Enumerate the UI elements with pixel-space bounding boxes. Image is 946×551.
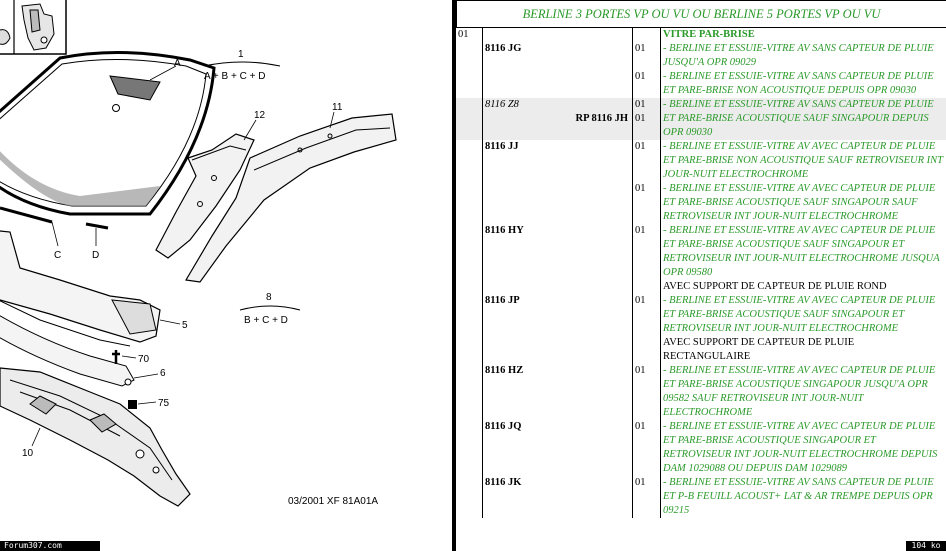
diagram-ref: 03/2001 XF 81A01A	[288, 496, 378, 507]
part-desc: - BERLINE ET ESSUIE-VITRE AV AVEC CAPTEU…	[663, 141, 943, 180]
part-desc: - BERLINE ET ESSUIE-VITRE AV SANS CAPTEU…	[660, 98, 946, 140]
inset-clips	[0, 0, 67, 55]
table-row[interactable]: 8116 JJ 01 - BERLINE ET ESSUIE-VITRE AV …	[456, 140, 946, 182]
part-desc: - BERLINE ET ESSUIE-VITRE AV SANS CAPTEU…	[663, 477, 934, 516]
parts-catalog: BERLINE 3 PORTES VP OU VU OU BERLINE 5 P…	[456, 0, 946, 551]
part-code: 8116 HY	[482, 224, 633, 294]
table-row[interactable]: 8116 JK 01 - BERLINE ET ESSUIE-VITRE AV …	[456, 476, 946, 518]
part-code: 8116 HZ	[482, 364, 633, 420]
table-row[interactable]: 8116 HZ 01 - BERLINE ET ESSUIE-VITRE AV …	[456, 364, 946, 420]
windscreen-drawing: A	[0, 51, 216, 216]
pillar-12: 12	[155, 110, 266, 259]
label-c: C	[54, 250, 61, 261]
label-6: 6	[160, 368, 166, 379]
label-70: 70	[138, 354, 150, 365]
table-row[interactable]: 01 - BERLINE ET ESSUIE-VITRE AV SANS CAP…	[456, 70, 946, 98]
part-note: AVEC SUPPORT DE CAPTEUR DE PLUIE ROND	[663, 281, 887, 292]
table-row[interactable]: 8116 JG 01 - BERLINE ET ESSUIE-VITRE AV …	[456, 42, 946, 70]
replacement-ref: RP 8116 JH	[575, 113, 628, 124]
part-note: AVEC SUPPORT DE CAPTEUR DE PLUIE RECTANG…	[663, 337, 855, 362]
table-row[interactable]: 8116 JP 01 - BERLINE ET ESSUIE-VITRE AV …	[456, 294, 946, 364]
parts-table: 01 VITRE PAR-BRISE 8116 JG 01 - BERLINE …	[456, 28, 946, 518]
label-10: 10	[22, 448, 34, 459]
pane-divider	[452, 0, 456, 551]
part-qty: 01	[632, 70, 661, 98]
part-qty-2: 01	[635, 113, 646, 124]
catalog-header: BERLINE 3 PORTES VP OU VU OU BERLINE 5 P…	[456, 0, 946, 28]
trim-strips: C D	[0, 206, 109, 261]
label-1: 1	[238, 49, 244, 60]
part-qty: 01	[635, 99, 646, 110]
part-qty: 01	[632, 182, 661, 224]
label-8: 8	[266, 292, 272, 303]
part-code: 8116 JK	[482, 476, 633, 518]
part-qty: 01	[632, 294, 661, 364]
part-desc: - BERLINE ET ESSUIE-VITRE AV AVEC CAPTEU…	[663, 225, 940, 278]
part-desc: - BERLINE ET ESSUIE-VITRE AV AVEC CAPTEU…	[663, 421, 938, 474]
label-formula-8: B + C + D	[244, 315, 288, 326]
part-desc: - BERLINE ET ESSUIE-VITRE AV AVEC CAPTEU…	[663, 365, 936, 418]
diagram-drawing: A 1 A + B + C + D C D 12	[0, 0, 397, 507]
part-code	[482, 182, 633, 224]
part-qty: 01	[632, 224, 661, 294]
part-title: VITRE PAR-BRISE	[663, 29, 755, 40]
group-number: 01	[456, 28, 483, 42]
table-row[interactable]: 01 - BERLINE ET ESSUIE-VITRE AV AVEC CAP…	[456, 182, 946, 224]
part-qty: 01	[632, 42, 661, 70]
label-11: 11	[332, 102, 343, 113]
part-qty: 01	[632, 364, 661, 420]
part-code: 8116 JQ	[482, 420, 633, 476]
table-row[interactable]: 8116 Z8 RP 8116 JH 01 01 - BERLINE ET ES…	[456, 98, 946, 140]
parts-diagram: A 1 A + B + C + D C D 12	[0, 0, 452, 551]
cowl-panel-5: 5	[0, 230, 188, 347]
part-code: 8116 JP	[482, 294, 633, 364]
part-qty: 01	[632, 420, 661, 476]
file-size: 104 ko	[906, 541, 946, 551]
label-12: 12	[254, 110, 266, 121]
part-code	[482, 70, 633, 98]
part-qty: 01	[632, 476, 661, 518]
lower-structure-10: 10	[0, 367, 191, 507]
table-row: 01 VITRE PAR-BRISE	[456, 28, 946, 42]
part-desc: - BERLINE ET ESSUIE-VITRE AV SANS CAPTEU…	[663, 43, 934, 68]
label-formula-1: A + B + C + D	[204, 71, 265, 82]
part-code: 8116 Z8	[485, 99, 519, 110]
part-qty: 01	[632, 140, 661, 182]
part-code: 8116 JJ	[482, 140, 633, 182]
bracket-6: 6 70 75	[0, 315, 170, 409]
roof-rail-11: 11	[185, 102, 397, 283]
part-desc: - BERLINE ET ESSUIE-VITRE AV AVEC CAPTEU…	[663, 295, 936, 334]
label-5: 5	[182, 320, 188, 331]
site-label: Forum307.com	[0, 541, 100, 551]
label-75: 75	[158, 398, 170, 409]
label-d: D	[92, 250, 99, 261]
part-code: 8116 JG	[482, 42, 633, 70]
part-desc: - BERLINE ET ESSUIE-VITRE AV SANS CAPTEU…	[663, 71, 934, 96]
table-row[interactable]: 8116 JQ 01 - BERLINE ET ESSUIE-VITRE AV …	[456, 420, 946, 476]
table-row[interactable]: 8116 HY 01 - BERLINE ET ESSUIE-VITRE AV …	[456, 224, 946, 294]
part-desc: - BERLINE ET ESSUIE-VITRE AV AVEC CAPTEU…	[663, 183, 936, 222]
label-a: A	[174, 58, 181, 69]
